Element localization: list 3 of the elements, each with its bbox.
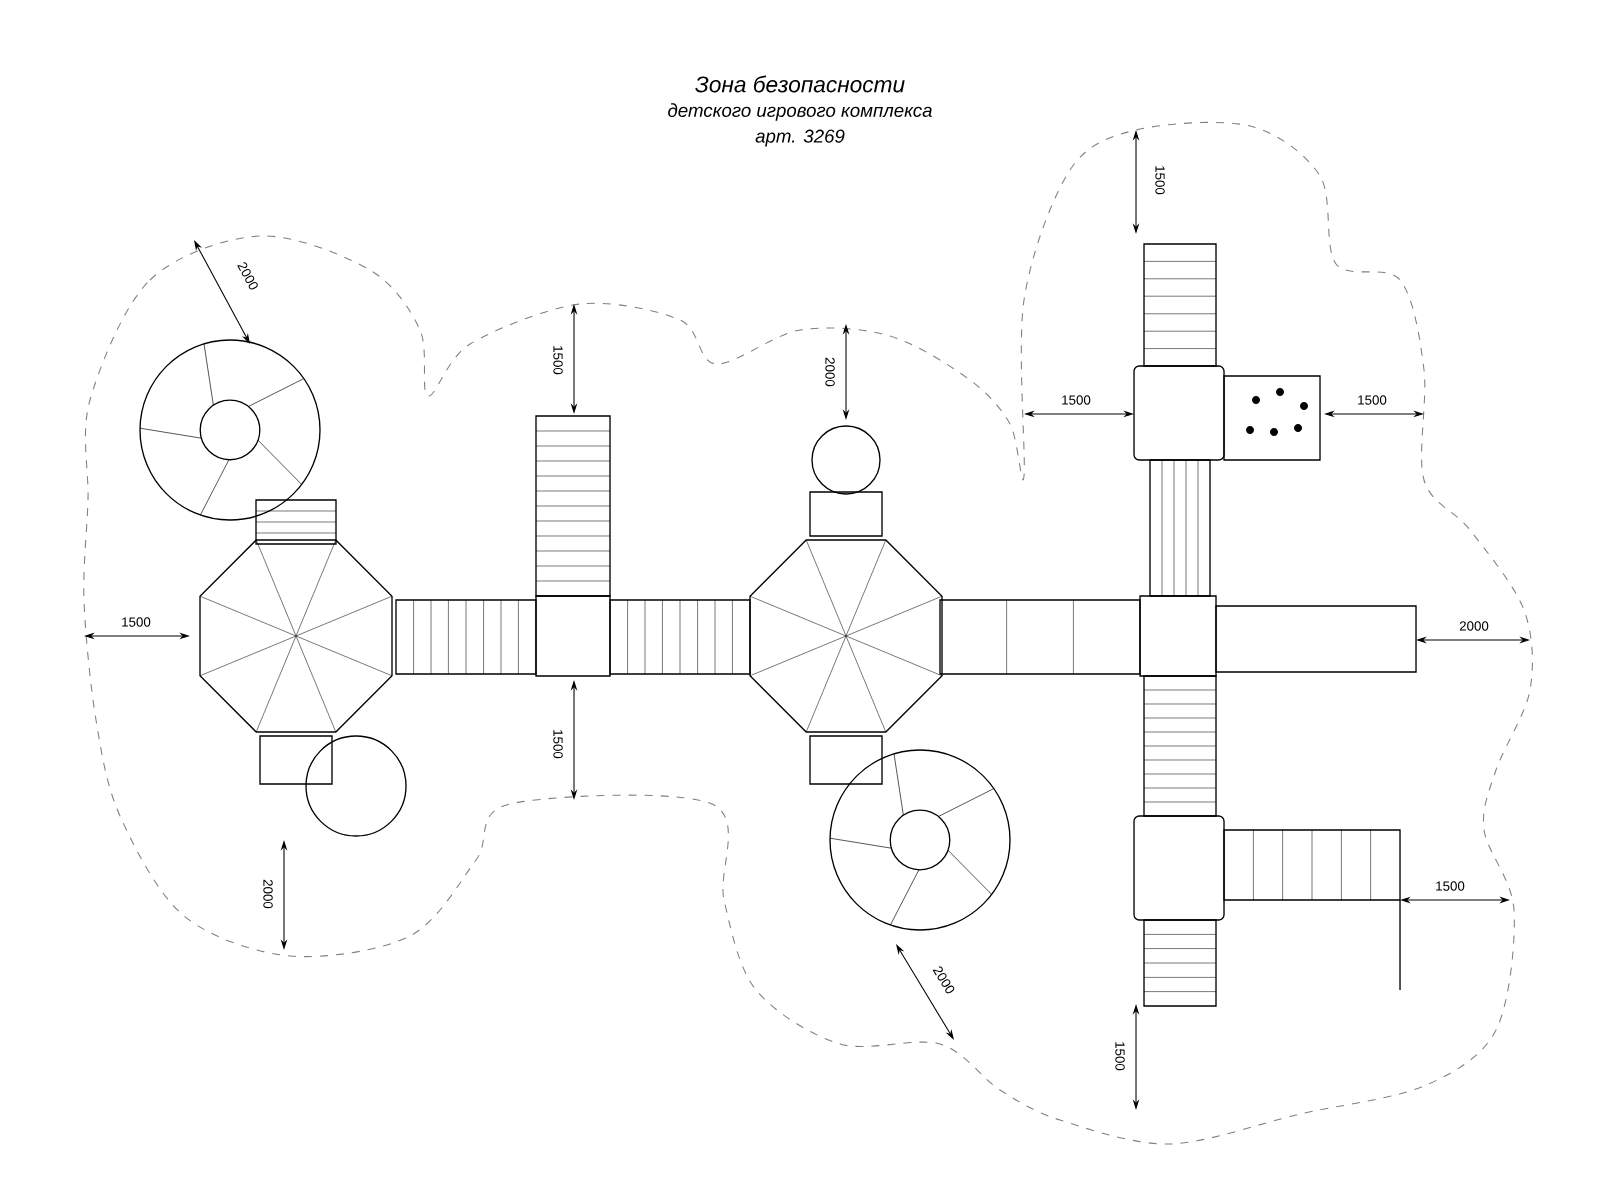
subtitle: детского игрового комплекса (668, 103, 932, 121)
title: Зона безопасности (695, 75, 905, 93)
subtitle: арт. 3269 (755, 129, 845, 147)
